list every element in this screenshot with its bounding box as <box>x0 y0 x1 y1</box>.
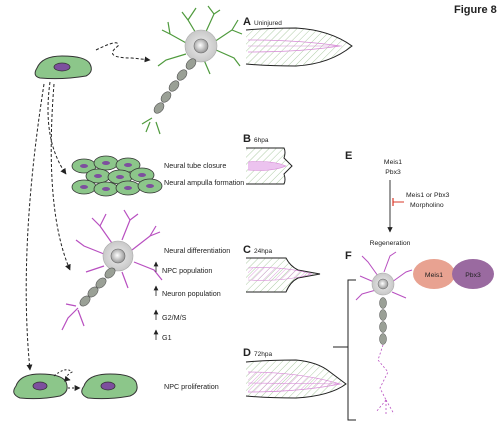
panel-c-label: 24hpa <box>254 248 272 255</box>
npc-cell-right <box>81 373 138 400</box>
step-proliferation: NPC proliferation <box>164 382 219 391</box>
panel-d-label: 72hpa <box>254 351 272 358</box>
meis1-protein <box>413 259 455 289</box>
step-g1: G1 <box>162 333 172 342</box>
panel-b-letter: B <box>243 133 251 145</box>
panel-d-letter: D <box>243 347 251 359</box>
panel-a-letter: A <box>243 16 251 28</box>
f-neuron-axon <box>379 297 387 345</box>
green-neuron <box>141 5 243 135</box>
magenta-neuron <box>61 209 163 331</box>
pathway-regeneration: Regeneration <box>370 240 411 247</box>
panel-b: B 6hpa <box>243 133 293 185</box>
f-neuron-regenerating-axon <box>377 344 389 401</box>
progenitor-cell <box>34 55 92 80</box>
step-tube-closure: Neural tube closure <box>164 161 226 170</box>
f-neuron-dendrites <box>355 251 413 301</box>
npc-cell-left <box>13 373 68 400</box>
pbx3-label: Pbx3 <box>465 272 481 279</box>
panel-e: E Meis1 Pbx3 Meis1 or Pbx3 Morpholino Re… <box>345 150 450 247</box>
panel-f: F Meis1 Pbx3 <box>333 250 494 421</box>
figure-title: Figure 8 <box>454 4 497 16</box>
panel-a: A Uninjured <box>243 16 353 67</box>
step-g2ms: G2/M/S <box>162 313 187 322</box>
arrow-division-top <box>53 369 73 382</box>
step-differentiation: Neural differentiation <box>164 246 230 255</box>
pathway-inhibitor-1: Meis1 or Pbx3 <box>406 192 450 199</box>
lineage-arrows <box>25 81 71 371</box>
pathway-meis1: Meis1 <box>384 159 402 166</box>
panel-e-letter: E <box>345 150 352 162</box>
pbx3-protein <box>452 259 494 289</box>
step-ampulla: Neural ampulla formation <box>164 178 244 187</box>
panel-c: C 24hpa <box>243 244 321 293</box>
arrow-to-neuron <box>95 42 151 63</box>
pathway-inhibitor-2: Morpholino <box>410 202 444 209</box>
panel-f-letter: F <box>345 250 352 262</box>
pathway-pbx3: Pbx3 <box>385 169 401 176</box>
step-npc-population: NPC population <box>162 266 212 275</box>
step-neuron-population: Neuron population <box>162 289 221 298</box>
panel-d: D 72hpa <box>243 347 347 399</box>
meis1-label: Meis1 <box>425 272 443 279</box>
panel-a-label: Uninjured <box>254 20 282 27</box>
neural-tube-nuclei <box>80 161 154 191</box>
panel-c-letter: C <box>243 244 251 256</box>
bracket <box>347 279 356 421</box>
panel-b-label: 6hpa <box>254 137 269 144</box>
